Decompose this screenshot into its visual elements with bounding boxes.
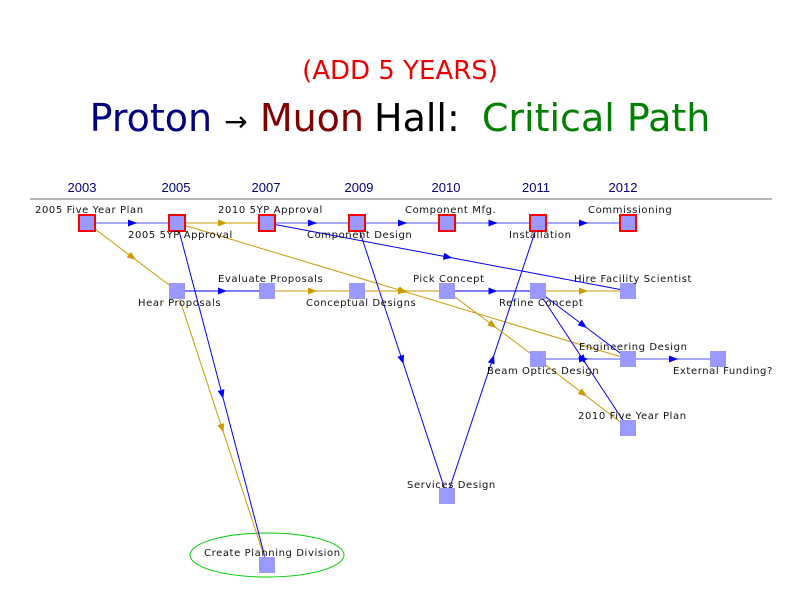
node-label: Pick Concept	[413, 274, 485, 285]
node-label: Hire Facility Scientist	[574, 274, 692, 285]
arrowhead-icon	[218, 287, 227, 295]
node-commission[interactable]	[619, 214, 637, 232]
year-label: 2003	[68, 180, 97, 195]
node-services[interactable]	[439, 488, 455, 504]
year-label: 2011	[522, 180, 550, 195]
node-label: Evaluate Proposals	[218, 274, 323, 285]
node-label: 2005 5YP Approval	[128, 230, 233, 241]
year-label: 2009	[345, 180, 374, 195]
arrowhead-icon	[442, 252, 453, 260]
node-label: 2010 Five Year Plan	[578, 411, 687, 422]
arrowhead-icon	[488, 287, 498, 295]
year-label: 2007	[252, 180, 281, 195]
title-proton: Proton	[89, 96, 213, 140]
arrowhead-icon	[308, 219, 317, 227]
year-label: 2012	[609, 180, 638, 195]
node-pick[interactable]	[439, 283, 455, 299]
arrowhead-icon	[579, 287, 588, 295]
arrowhead-icon	[579, 355, 588, 363]
node-compdesign[interactable]	[348, 214, 366, 232]
arrowhead-icon	[487, 354, 495, 365]
node-label: Commissioning	[588, 205, 672, 216]
arrowhead-icon	[218, 219, 227, 227]
node-funding[interactable]	[710, 351, 726, 367]
node-evaluate[interactable]	[259, 283, 275, 299]
node-hear[interactable]	[169, 283, 185, 299]
node-refine[interactable]	[530, 283, 546, 299]
node-label: Engineering Design	[579, 342, 688, 353]
title-muon: Muon	[259, 96, 365, 140]
node-label: Beam Optics Design	[487, 366, 599, 377]
node-compmfg[interactable]	[438, 214, 456, 232]
node-label: Conceptual Designs	[306, 298, 416, 309]
node-eng[interactable]	[620, 351, 636, 367]
node-label: Hear Proposals	[138, 298, 221, 309]
arrowhead-icon	[488, 219, 498, 227]
arrowhead-icon	[128, 219, 137, 227]
arrowhead-icon	[487, 319, 497, 328]
node-fyp2010[interactable]	[620, 420, 636, 436]
highlight-ellipse	[189, 532, 345, 578]
year-label: 2010	[432, 180, 461, 195]
node-label: Create Planning Division	[204, 548, 341, 559]
arrowhead-icon	[308, 287, 317, 295]
node-install[interactable]	[529, 214, 547, 232]
node-label: External Funding?	[673, 366, 773, 377]
node-label: Installation	[509, 230, 572, 241]
node-label: Refine Concept	[499, 298, 583, 309]
arrowhead-icon	[398, 287, 407, 295]
node-syp2010[interactable]	[258, 214, 276, 232]
arrowhead-icon	[217, 389, 225, 399]
node-beam[interactable]	[530, 351, 546, 367]
title-critical-path: Critical Path	[481, 96, 711, 140]
arrowhead-icon	[217, 423, 225, 433]
node-planning[interactable]	[259, 557, 275, 573]
node-hire[interactable]	[620, 283, 636, 299]
arrowhead-icon	[577, 319, 587, 329]
arrowhead-icon	[398, 219, 407, 227]
node-conceptual[interactable]	[349, 283, 365, 299]
arrowhead-icon	[126, 251, 136, 261]
node-label: Services Design	[407, 480, 496, 491]
year-label: 2005	[162, 180, 191, 195]
subtitle: (ADD 5 YEARS)	[302, 56, 498, 86]
title-hall: Hall:	[374, 96, 460, 140]
node-label: 2005 Five Year Plan	[35, 205, 144, 216]
node-syp2005[interactable]	[168, 214, 186, 232]
node-label: Component Mfg.	[405, 205, 496, 216]
node-fyp2005[interactable]	[78, 214, 96, 232]
node-label: Component Design	[307, 230, 412, 241]
arrowhead-icon	[579, 219, 588, 227]
arrowhead-icon	[397, 354, 405, 365]
arrowhead-icon	[669, 355, 678, 363]
arrowhead-icon	[577, 388, 587, 397]
node-label: 2010 5YP Approval	[218, 205, 323, 216]
arrow-icon: →	[224, 105, 248, 138]
